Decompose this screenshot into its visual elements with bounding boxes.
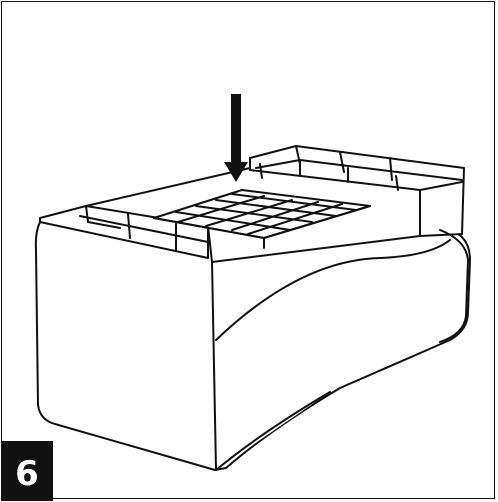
rear-compartment-dividers: [259, 145, 463, 191]
front-curve-cutout: [215, 239, 451, 341]
step-number-badge: 6: [1, 441, 53, 501]
front-right-wall: [207, 205, 421, 263]
organizer-front-face: [34, 221, 471, 471]
down-arrow-icon: [224, 94, 248, 182]
front-compartment-dividers: [79, 205, 209, 251]
step-number: 6: [15, 454, 39, 494]
grid-tray: [153, 189, 371, 249]
organizer-right-face: [211, 261, 331, 471]
rear-compartment-edges: [255, 159, 463, 191]
organizer-base: [439, 229, 469, 343]
rear-wall: [249, 145, 465, 237]
